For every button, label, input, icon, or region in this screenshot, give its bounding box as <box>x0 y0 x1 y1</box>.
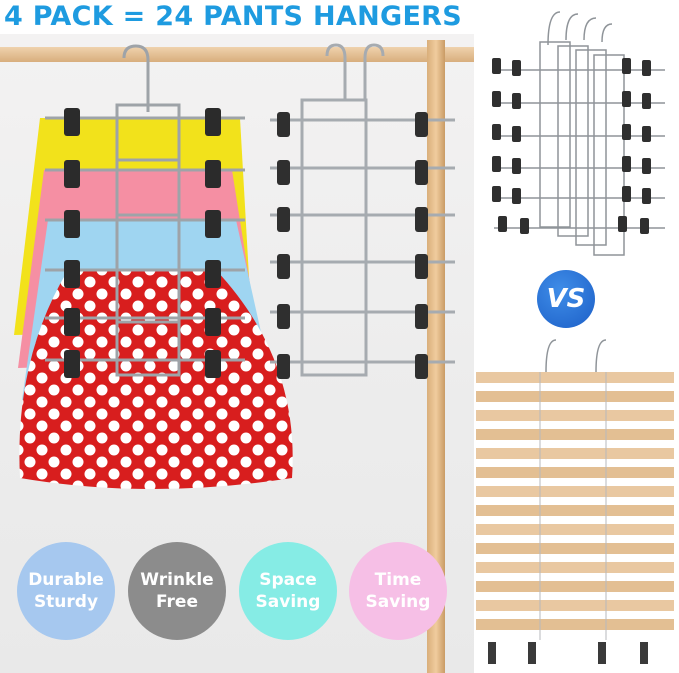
feature-line: Free <box>156 592 198 612</box>
vs-badge: VS <box>537 270 595 328</box>
metal-hangers-stack <box>494 11 665 256</box>
feature-line: Wrinkle <box>140 570 214 590</box>
feature-line: Saving <box>365 592 431 612</box>
closet-rod <box>0 47 474 62</box>
front-hanger-clips <box>64 108 221 378</box>
metal-stack-clips <box>492 58 651 234</box>
feature-line: Sturdy <box>33 592 99 612</box>
wooden-post <box>427 40 445 673</box>
feature-badge-space: Space Saving <box>239 542 337 640</box>
feature-line: Time <box>374 570 422 590</box>
headline-text: 4 PACK = 24 PANTS HANGERS <box>4 1 463 32</box>
feature-line: Durable <box>28 570 104 590</box>
feature-badge-wrinkle: Wrinkle Free <box>128 542 226 640</box>
empty-hanger-clips <box>277 112 428 379</box>
feature-line: Space <box>259 570 317 590</box>
feature-badge-durable: Durable Sturdy <box>17 542 115 640</box>
feature-badge-time: Time Saving <box>349 542 447 640</box>
red-polka-skirt <box>19 270 293 489</box>
wooden-hangers-stack <box>476 339 674 664</box>
feature-line: Saving <box>255 592 321 612</box>
